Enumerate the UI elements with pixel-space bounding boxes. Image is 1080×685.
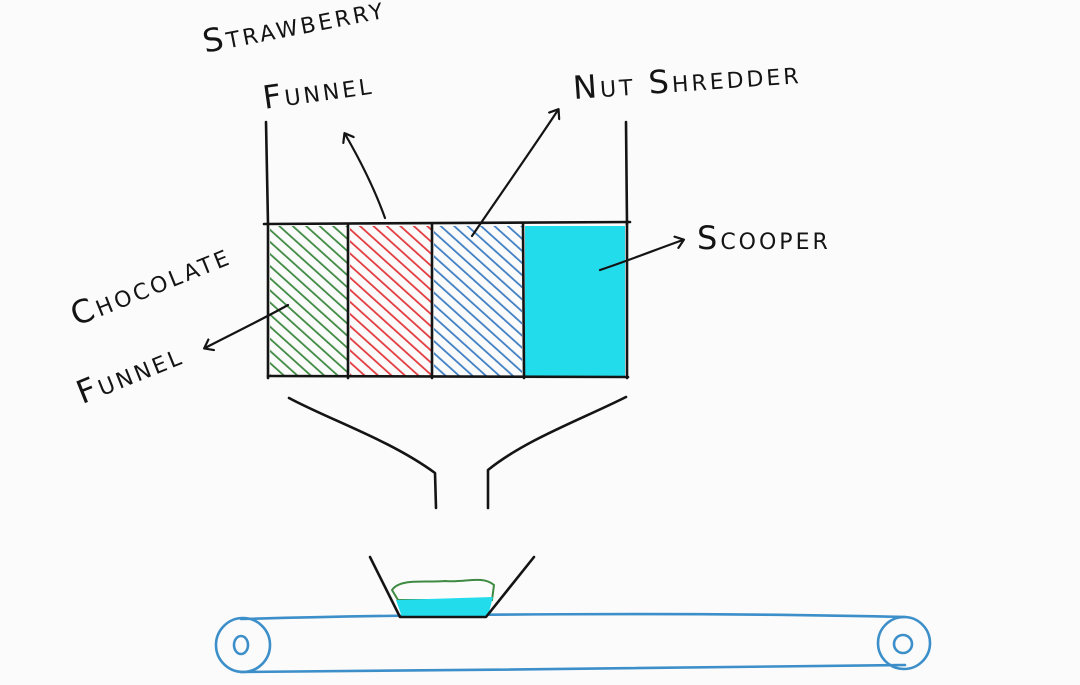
- ice-cream-cup: [368, 555, 536, 619]
- strawberry-funnel-compartment: [350, 226, 432, 376]
- scooper-label: Scooper: [697, 219, 831, 257]
- chocolate-funnel-compartment: [270, 226, 348, 376]
- chocolate-funnel-arrow: [205, 303, 290, 348]
- funnel-outline: [287, 395, 628, 510]
- scooper-arrow: [598, 240, 683, 272]
- conveyor-belt: [214, 612, 932, 674]
- hopper-outline: [262, 120, 632, 380]
- nut-shredder-compartment: [434, 226, 522, 376]
- nut-shredder-arrow: [470, 110, 558, 238]
- scooper-compartment: [525, 226, 625, 376]
- strawberry-funnel-arrow: [345, 134, 387, 220]
